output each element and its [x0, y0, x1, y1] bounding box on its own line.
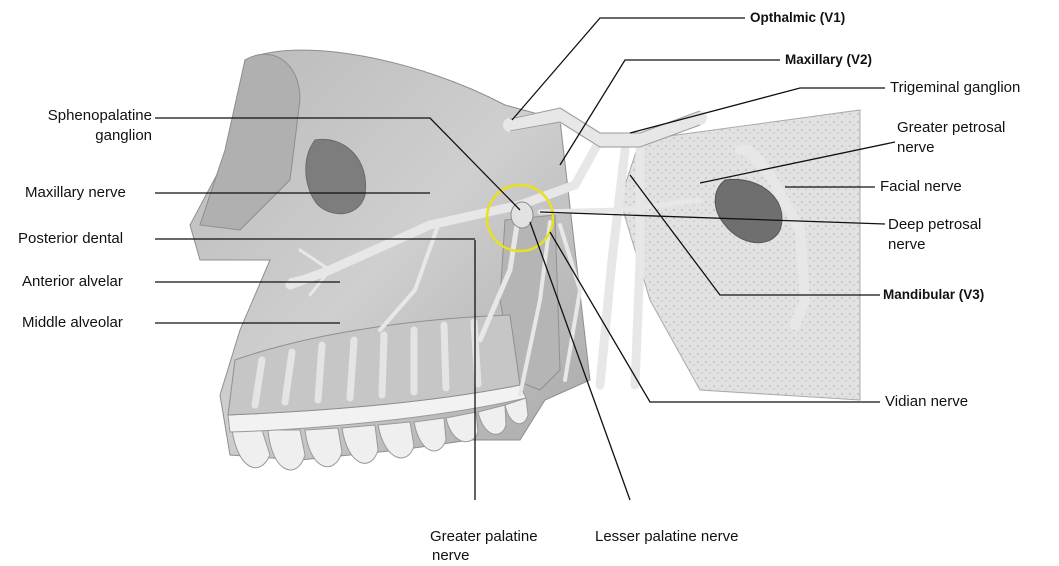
- label-opthalmic: Opthalmic (V1): [750, 8, 845, 28]
- label-lesser-palatine: Lesser palatine nerve: [595, 527, 738, 547]
- label-posterior-dental: Posterior dental: [18, 229, 123, 249]
- label-trigeminal-ganglion: Trigeminal ganglion: [890, 78, 1020, 98]
- label-deep-petrosal-1: Deep petrosal: [888, 215, 981, 235]
- label-maxillary-nerve: Maxillary nerve: [25, 183, 126, 203]
- label-maxillary-v2: Maxillary (V2): [785, 50, 872, 70]
- sphenopalatine-ganglion: [511, 202, 533, 228]
- label-vidian: Vidian nerve: [885, 392, 968, 412]
- label-sphenopalatine-2: ganglion: [12, 126, 152, 146]
- label-greater-petrosal-2: nerve: [897, 138, 935, 158]
- label-greater-palatine-1: Greater palatine: [430, 527, 538, 547]
- label-anterior-alvelar: Anterior alvelar: [22, 272, 123, 292]
- label-middle-alveolar: Middle alveolar: [22, 313, 123, 333]
- label-mandibular: Mandibular (V3): [883, 285, 984, 305]
- label-greater-palatine-2: nerve: [432, 546, 470, 566]
- label-sphenopalatine-1: Sphenopalatine: [12, 106, 152, 126]
- label-facial-nerve: Facial nerve: [880, 177, 962, 197]
- label-greater-petrosal-1: Greater petrosal: [897, 118, 1005, 138]
- label-deep-petrosal-2: nerve: [888, 235, 926, 255]
